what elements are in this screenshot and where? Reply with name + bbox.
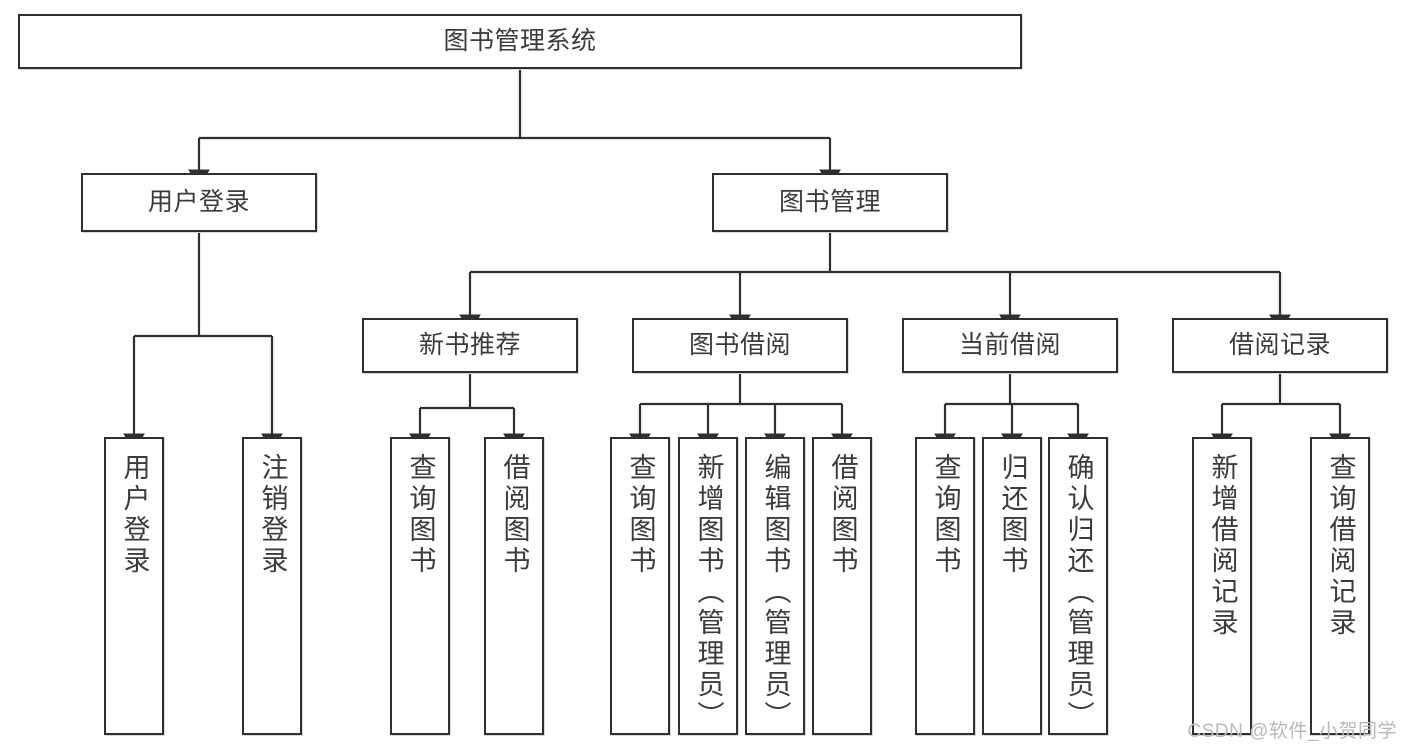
node-current[interactable]: 当前借阅 [902, 318, 1118, 373]
node-leaf-bor-4[interactable]: 借阅图书 [812, 437, 872, 735]
node-label: 查询借阅记录 [1325, 453, 1356, 639]
node-newbook[interactable]: 新书推荐 [362, 318, 578, 373]
node-label: 注销登录 [257, 453, 288, 577]
node-label: 编辑图书（管理员） [760, 453, 791, 732]
node-label: 借阅记录 [1228, 330, 1331, 359]
node-label: 图书借阅 [688, 330, 791, 359]
node-leaf-cur-3[interactable]: 确认归还（管理员） [1048, 437, 1108, 735]
node-label: 新书推荐 [418, 330, 521, 359]
node-label: 查询图书 [405, 453, 436, 577]
node-leaf-new-1[interactable]: 查询图书 [390, 437, 450, 735]
node-login[interactable]: 用户登录 [81, 173, 317, 232]
node-label: 查询图书 [625, 453, 656, 577]
node-label: 借阅图书 [499, 453, 530, 577]
node-label: 新增借阅记录 [1207, 453, 1238, 639]
node-label: 用户登录 [119, 453, 150, 577]
node-label: 新增图书（管理员） [693, 453, 724, 732]
node-root[interactable]: 图书管理系统 [18, 14, 1022, 69]
node-leaf-login-1[interactable]: 用户登录 [104, 437, 164, 735]
node-label: 查询图书 [930, 453, 961, 577]
node-label: 归还图书 [997, 453, 1028, 577]
node-records[interactable]: 借阅记录 [1172, 318, 1388, 373]
node-leaf-bor-3[interactable]: 编辑图书（管理员） [745, 437, 805, 735]
node-label: 确认归还（管理员） [1063, 453, 1094, 732]
node-leaf-bor-1[interactable]: 查询图书 [610, 437, 670, 735]
node-leaf-cur-1[interactable]: 查询图书 [915, 437, 975, 735]
watermark: CSDN @软件_小贺同学 [1187, 721, 1397, 742]
node-label: 图书管理 [778, 187, 881, 216]
node-leaf-cur-2[interactable]: 归还图书 [982, 437, 1042, 735]
node-leaf-login-2[interactable]: 注销登录 [242, 437, 302, 735]
node-borrow[interactable]: 图书借阅 [632, 318, 848, 373]
node-label: 用户登录 [147, 187, 250, 216]
node-leaf-rec-1[interactable]: 新增借阅记录 [1192, 437, 1252, 735]
node-leaf-new-2[interactable]: 借阅图书 [484, 437, 544, 735]
node-leaf-bor-2[interactable]: 新增图书（管理员） [678, 437, 738, 735]
node-label: 当前借阅 [958, 330, 1061, 359]
node-label: 图书管理系统 [443, 26, 597, 55]
node-label: 借阅图书 [827, 453, 858, 577]
node-leaf-rec-2[interactable]: 查询借阅记录 [1310, 437, 1370, 735]
node-bookmgmt[interactable]: 图书管理 [712, 173, 948, 232]
